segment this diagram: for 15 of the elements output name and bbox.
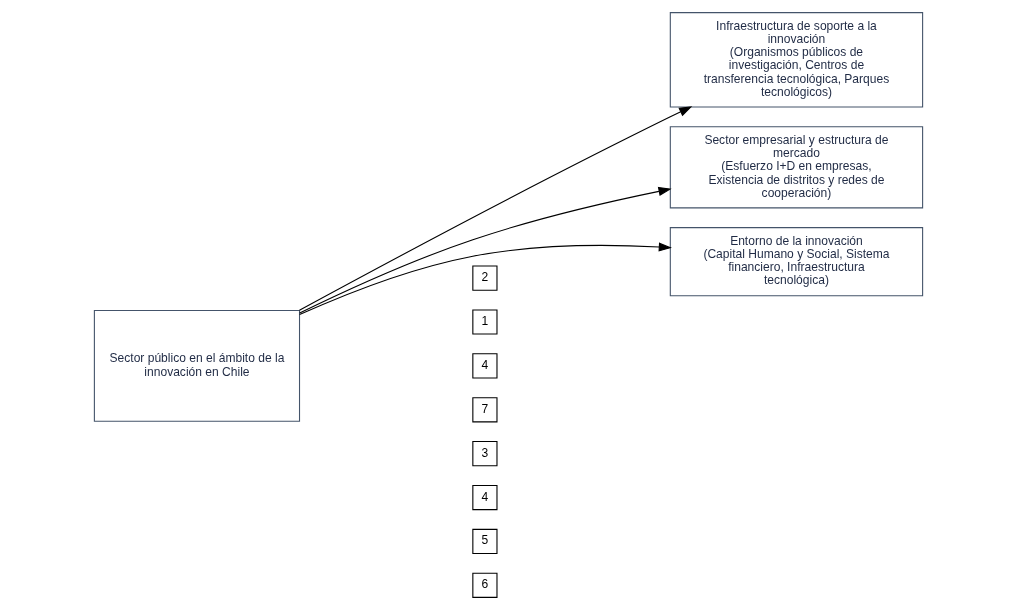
arrow (298, 106, 692, 311)
node-box: 3 (471, 441, 498, 467)
node-box: 6 (471, 572, 498, 598)
node-box: Sector empresarial y estructura de mercado (Esfuerzo I+D en empresas, Existencia de distritos y redes de cooperación) (669, 126, 923, 209)
node-box: Infraestructura de soporte a la innovación (Organismos públicos de investigación, Centros de transferencia tecnológica, Parques tecnológicos) (669, 12, 923, 108)
node-box: 5 (471, 528, 498, 554)
node-box: 4 (471, 353, 498, 379)
node-box: 7 (471, 397, 498, 423)
node-box: Entorno de la innovación (Capital Humano y Social, Sistema financiero, Infraestructura tecnológica) (669, 227, 923, 297)
arrow (298, 186, 672, 314)
node-box: Sector público en el ámbito de la innovación en Chile (93, 309, 300, 422)
node-box: 1 (471, 309, 498, 335)
node-box: 4 (471, 484, 498, 511)
arrow (298, 242, 672, 316)
node-box: 2 (471, 265, 498, 291)
